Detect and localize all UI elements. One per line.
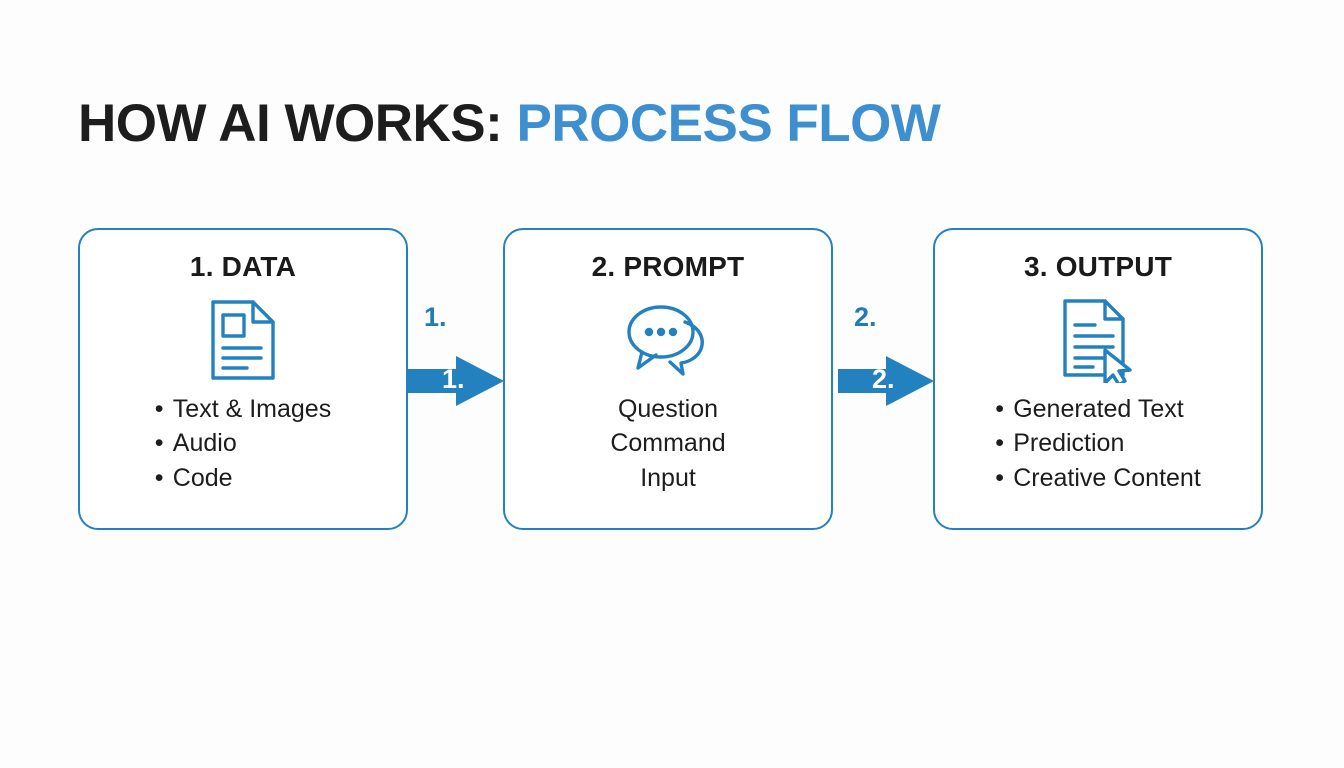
list-item-label: Generated Text — [1013, 394, 1184, 423]
bullet-list: • Generated Text • Prediction • Creative Co… — [995, 392, 1201, 496]
arrow-label-above: 1. — [424, 302, 447, 332]
list-item: • Code — [155, 461, 331, 496]
page-title-dark: HOW AI WORKS: — [78, 94, 517, 153]
step-card-body: • Generated Text • Prediction • Creative Co… — [935, 392, 1261, 496]
list-item: • Creative Content — [995, 461, 1201, 496]
bullet-glyph: • — [995, 429, 1004, 458]
step-card-prompt[interactable]: 2. PROMPT Question Command Input — [503, 228, 833, 530]
flow-arrow-1: 1. 1. — [408, 300, 518, 410]
list-item: • Text & Images — [155, 392, 331, 427]
bullet-glyph: • — [154, 429, 164, 458]
step-card-body: • Text & Images • Audio • Code — [80, 392, 406, 496]
list-item-label: Audio — [172, 429, 237, 458]
list-item-label: Prediction — [1013, 429, 1125, 458]
step-card-data[interactable]: 1. DATA • Text & Images • Audio • Code — [78, 228, 408, 530]
arrow-label-inside: 1. — [442, 364, 465, 394]
list-item-label: Creative Content — [1013, 463, 1201, 492]
list-item: Command — [610, 429, 726, 458]
bullet-glyph: • — [995, 463, 1004, 492]
step-card-title: 2. PROMPT — [591, 251, 745, 282]
list-item-label: Code — [172, 463, 233, 492]
step-card-title: 1. DATA — [189, 251, 297, 282]
arrow-label-inside: 2. — [872, 364, 895, 394]
page-title-accent: PROCESS FLOW — [516, 94, 941, 153]
flow-arrow-2: 2. 2. — [838, 300, 948, 410]
plain-list: Question Command Input — [610, 392, 725, 496]
step-card-output[interactable]: 3. OUTPUT • Generated Text • Prediction • C… — [933, 228, 1263, 530]
page-title: HOW AI WORKS: PROCESS FLOW — [78, 94, 941, 153]
arrow-right-icon — [838, 356, 934, 406]
list-item: • Prediction — [995, 426, 1201, 461]
document-cursor-icon — [1061, 294, 1135, 386]
list-item: • Generated Text — [995, 392, 1201, 427]
bullet-list: • Text & Images • Audio • Code — [155, 392, 331, 496]
list-item: • Audio — [155, 426, 331, 461]
list-item-label: Text & Images — [172, 394, 332, 423]
list-item: Question — [617, 394, 719, 423]
chat-bubbles-icon — [625, 294, 711, 386]
step-card-title: 3. OUTPUT — [1023, 251, 1173, 282]
document-image-icon — [209, 294, 277, 386]
list-item: Input — [640, 463, 696, 492]
arrow-label-above: 2. — [854, 302, 877, 332]
bullet-glyph: • — [995, 394, 1004, 423]
step-card-body: Question Command Input — [505, 392, 831, 496]
bullet-glyph: • — [154, 394, 164, 423]
bullet-glyph: • — [154, 463, 164, 492]
arrow-right-icon — [408, 356, 504, 406]
